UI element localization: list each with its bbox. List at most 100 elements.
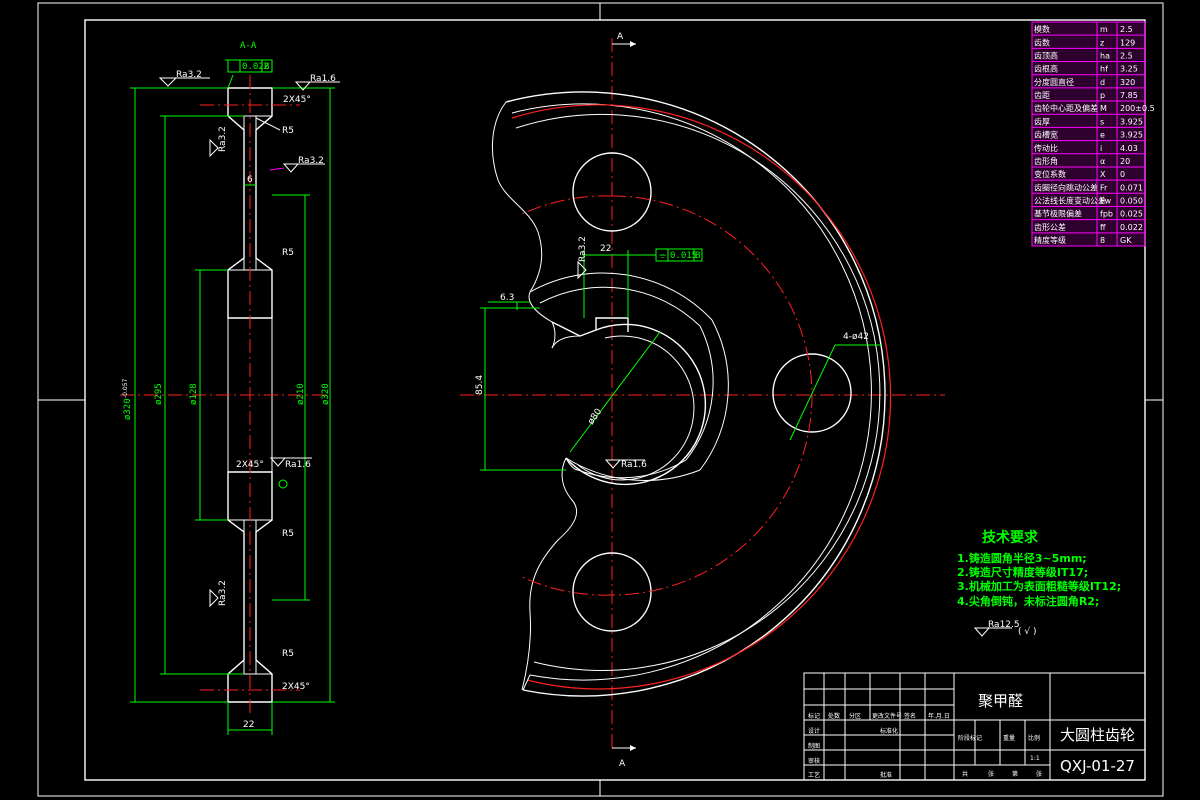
param-name: 齿形角	[1034, 156, 1058, 166]
svg-text:Ra3.2: Ra3.2	[218, 126, 228, 152]
param-val: 129	[1120, 38, 1135, 47]
param-name: 齿圈径向跳动公差	[1034, 182, 1098, 192]
web-width: 6	[247, 175, 253, 185]
param-name: 模数	[1034, 24, 1050, 34]
key-tol-value: 0.015	[670, 251, 697, 261]
front-view: A A	[460, 32, 945, 769]
width-22: 22	[243, 720, 254, 730]
hole-top	[572, 152, 652, 232]
tb-label-change: 更改文件号	[872, 712, 902, 720]
param-val: 2.5	[1120, 25, 1133, 34]
ra-key: Ra3.2	[577, 236, 588, 280]
param-val: 2.5	[1120, 52, 1133, 61]
param-name: 齿距	[1034, 91, 1050, 100]
web-profile-bottom	[521, 457, 577, 691]
tb-sheet-unit-b: 张	[1036, 770, 1042, 778]
general-roughness: Ra12.5	[988, 620, 1020, 630]
tb-label-design: 设计	[808, 727, 820, 735]
hole-right	[772, 353, 852, 433]
param-sym: α	[1100, 157, 1105, 166]
param-sym: fpb	[1100, 210, 1113, 219]
tb-label-std: 标准化	[880, 727, 898, 735]
param-val: 4.03	[1120, 144, 1138, 153]
param-val: GK	[1120, 236, 1132, 245]
dia-128: ø128	[189, 383, 199, 405]
chamfer-top: 2X45°	[283, 95, 311, 105]
tb-label-approve: 批准	[880, 771, 892, 779]
param-name: 齿顶高	[1034, 51, 1058, 61]
tb-sheet-unit-a: 张	[988, 770, 994, 778]
hub-arc-outer-top	[529, 272, 713, 321]
web-profile-top	[491, 101, 556, 349]
hole-bottom	[572, 552, 652, 632]
pitch-circle	[511, 104, 892, 690]
param-name: 变位系数	[1034, 169, 1066, 179]
param-name: 齿形公差	[1034, 222, 1066, 232]
keyway-width: 22	[600, 244, 611, 254]
tb-part-name: 大圆柱齿轮	[1060, 726, 1135, 744]
tb-label-weight: 重量	[1003, 734, 1015, 742]
param-sym: e	[1100, 131, 1105, 140]
gear-tip-circle	[505, 91, 886, 697]
ra-mid: Ra1.6	[285, 460, 311, 470]
holes-label: 4-ø42	[843, 332, 869, 342]
param-val: 320	[1120, 78, 1135, 87]
title-block: 标记 处数 分区 更改文件号 签名 年.月.日 设计 制图 审核 工艺 标准化 …	[803, 672, 1146, 781]
param-sym: X	[1100, 170, 1106, 179]
param-val: 3.925	[1120, 131, 1143, 140]
section-title: A-A	[240, 41, 257, 51]
tb-label-scale: 比例	[1028, 734, 1040, 742]
chamfer-mid: 2X45°	[236, 460, 264, 470]
param-sym: hf	[1100, 65, 1108, 74]
param-val: 0.071	[1120, 183, 1143, 192]
hole-pitch-circle	[611, 195, 813, 596]
height-label: 85.4	[475, 375, 485, 395]
tb-label-sign: 签名	[904, 712, 916, 720]
r5-c: R5	[282, 529, 294, 539]
param-sym: Fw	[1100, 196, 1112, 205]
svg-text:⌯: ⌯	[659, 251, 667, 261]
front-dim-lines	[480, 250, 882, 471]
ra-right: Ra1.6	[310, 74, 336, 84]
param-val: 0.050	[1120, 196, 1143, 205]
tb-label-date: 年.月.日	[928, 712, 950, 720]
param-val: 3.925	[1120, 117, 1143, 126]
ra-bore: Ra1.6	[621, 460, 647, 470]
param-name: 齿厚	[1034, 117, 1050, 126]
roughness-paren: ( √ )	[1018, 626, 1036, 637]
param-name: 精度等级	[1034, 235, 1066, 245]
section-mark-top: A	[617, 32, 624, 42]
param-name: 传动比	[1034, 143, 1058, 153]
section-tol-datum: B	[264, 62, 269, 72]
key-tol-datum: B	[695, 251, 700, 261]
param-sym: z	[1100, 38, 1104, 47]
svg-text:Ra3.2: Ra3.2	[578, 236, 588, 262]
tb-sheet-total: 共	[962, 770, 968, 778]
tech-req-item-1: 1.铸造圆角半径3~5mm;	[957, 551, 1087, 565]
tech-req-item-2: 2.铸造尺寸精度等级IT17;	[957, 565, 1088, 579]
param-val: 200±0.5	[1120, 104, 1155, 113]
r5-a: R5	[282, 126, 294, 136]
tech-req-item-3: 3.机械加工为表面粗糙等级IT12;	[957, 579, 1121, 593]
param-sym: p	[1100, 91, 1105, 100]
hub-arc-inner-top	[539, 286, 701, 327]
tb-label-stage: 阶段标记	[958, 734, 982, 742]
param-val: 0.025	[1120, 210, 1143, 219]
tb-label-check: 审核	[808, 757, 820, 765]
dia-320-tip: ø320	[123, 398, 133, 420]
chamfer-bottom: 2X45°	[282, 682, 310, 692]
tb-drawing-no: QXJ-01-27	[1060, 757, 1135, 775]
param-sym: M	[1100, 104, 1107, 113]
dia-210: ø210	[296, 383, 306, 405]
tech-req-title: 技术要求	[982, 529, 1039, 546]
dia-320: ø320	[321, 383, 331, 405]
hub-arc-right	[685, 325, 714, 461]
ra-side: Ra3.2	[298, 156, 324, 166]
param-sym: s	[1100, 117, 1104, 126]
ra-left: Ra3.2	[176, 70, 202, 80]
r5-b: R5	[282, 248, 294, 258]
param-sym: m	[1100, 25, 1108, 34]
key-tol-frame	[655, 248, 703, 262]
tb-scale: 1:1	[1030, 755, 1040, 762]
